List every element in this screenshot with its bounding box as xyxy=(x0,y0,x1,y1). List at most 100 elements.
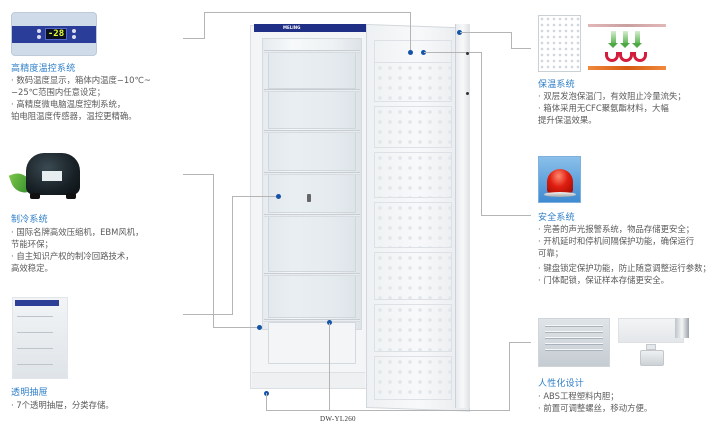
leader-line xyxy=(232,196,233,315)
alarm-light-base xyxy=(544,192,576,197)
transparent-drawer[interactable] xyxy=(268,53,356,89)
heat-wave-icon xyxy=(633,52,647,62)
drawer-image-shelf xyxy=(17,332,53,333)
callout-dot xyxy=(421,50,426,55)
insulation-line: 提升保温效果。 xyxy=(538,115,597,125)
door-edge xyxy=(455,24,470,408)
leader-line xyxy=(329,323,330,411)
safety-line: · 键盘锁定保护功能，防止随意调整运行参数； xyxy=(538,263,711,273)
shelf xyxy=(264,50,360,53)
control-panel-image: -28 xyxy=(11,12,97,56)
leader-line xyxy=(204,12,205,39)
leader-line xyxy=(481,52,482,216)
lock-icon xyxy=(307,194,311,202)
panel-button-icon xyxy=(72,35,76,39)
door-hinge-marker xyxy=(466,92,469,95)
safety-line: · 完善的声光报警系统，物品存储更安全； xyxy=(538,224,695,234)
leader-line xyxy=(509,342,531,343)
transparent-drawer[interactable] xyxy=(268,217,356,272)
leader-line xyxy=(481,215,531,216)
drawer-image-header xyxy=(15,300,59,306)
leveling-foot-icon xyxy=(640,350,664,366)
insulation-title: 保温系统 xyxy=(538,80,575,90)
callout-dot xyxy=(408,50,413,55)
temp-control-line: · 数码温度显示，箱体内温度−10℃~ xyxy=(11,75,151,85)
temp-control-line: 铂电阻温度传感器，温控更精确。 xyxy=(11,111,137,121)
refrigeration-line: 高效稳定。 xyxy=(11,263,53,273)
temp-control-title: 高精度温控系统 xyxy=(11,64,76,74)
drawer-image xyxy=(12,297,68,379)
shelf xyxy=(264,172,360,175)
heat-wave-icon xyxy=(619,52,633,62)
safety-line: · 开机延时和停机间隔保护功能，确保运行 xyxy=(538,236,695,246)
drawer-image-shelf xyxy=(17,348,53,349)
alarm-light-icon xyxy=(547,169,573,193)
leader-line xyxy=(410,12,411,52)
drawer-image-shelf xyxy=(17,364,53,365)
transparent-drawer[interactable] xyxy=(268,175,356,213)
safety-title: 安全系统 xyxy=(538,213,575,223)
drawers-line: · 7个透明抽屉，分类存储。 xyxy=(11,400,114,410)
refrigeration-line: · 国际名牌高效压缩机，EBM风机， xyxy=(11,227,144,237)
leader-line xyxy=(460,32,512,33)
refrigeration-line: 节能环保； xyxy=(11,239,53,249)
brand-badge: MELING xyxy=(283,25,301,30)
shelf xyxy=(264,319,360,322)
safety-line: · 门体配锁，保证样本存储更安全。 xyxy=(538,275,669,285)
door-panel xyxy=(374,152,452,198)
door-panel xyxy=(374,62,452,102)
leader-line xyxy=(511,32,512,49)
control-panel-band: -28 xyxy=(12,26,96,43)
door-panel xyxy=(374,252,452,300)
transparent-drawer[interactable] xyxy=(268,133,356,171)
transparent-drawer[interactable] xyxy=(268,276,356,318)
leader-line xyxy=(511,48,531,49)
cold-arrow-icon xyxy=(608,31,618,48)
callout-dot xyxy=(457,30,462,35)
refrigeration-title: 制冷系统 xyxy=(11,215,48,225)
liner-rib xyxy=(545,325,603,327)
freezer-brand-band xyxy=(254,24,367,32)
liner-rib xyxy=(545,337,603,339)
insulation-line: · 箱体采用无CFC聚氨酯材料，大幅 xyxy=(538,103,669,113)
transparent-drawer[interactable] xyxy=(268,92,356,129)
shelf xyxy=(264,130,360,133)
insulation-line: · 双层发泡保温门，有效阻止冷量流失； xyxy=(538,91,686,101)
alarm-light-image xyxy=(538,156,581,203)
callout-dot xyxy=(327,320,332,325)
panel-button-icon xyxy=(72,29,76,33)
liner-rib xyxy=(545,331,603,333)
shelf xyxy=(264,214,360,217)
leader-line xyxy=(204,12,410,13)
panel-button-icon xyxy=(37,35,41,39)
liner-rib xyxy=(545,349,603,351)
leader-line xyxy=(183,38,205,39)
insulated-door-image xyxy=(538,15,581,72)
door-hinge-marker xyxy=(466,52,469,55)
door-panel xyxy=(374,106,452,148)
insulation-bottom-layer xyxy=(588,66,666,70)
cabinet-corner xyxy=(618,318,684,343)
cold-arrow-icon xyxy=(620,31,630,48)
model-label: DW-YL260 xyxy=(320,415,356,423)
liner-rib xyxy=(545,343,603,345)
foot-screw xyxy=(646,344,656,350)
hinge-icon xyxy=(675,318,689,338)
callout-dot xyxy=(257,325,262,330)
kickplate xyxy=(252,372,365,388)
bottom-drawer[interactable] xyxy=(268,322,356,364)
drawer-image-shelf xyxy=(17,316,53,317)
ergonomic-line: · ABS工程塑料内胆； xyxy=(538,391,619,401)
callout-dot xyxy=(276,194,281,199)
leader-line xyxy=(183,174,214,175)
temp-control-line: · 高精度微电脑温度控制系统， xyxy=(11,99,126,109)
leader-line xyxy=(213,327,259,328)
temperature-display: -28 xyxy=(45,28,67,40)
cold-arrow-icon xyxy=(632,31,642,48)
leader-line xyxy=(509,342,510,411)
door-panel xyxy=(374,304,452,352)
leader-line xyxy=(266,393,267,410)
door-panel xyxy=(374,202,452,248)
compressor-foot xyxy=(66,193,76,199)
leader-line xyxy=(424,52,481,53)
